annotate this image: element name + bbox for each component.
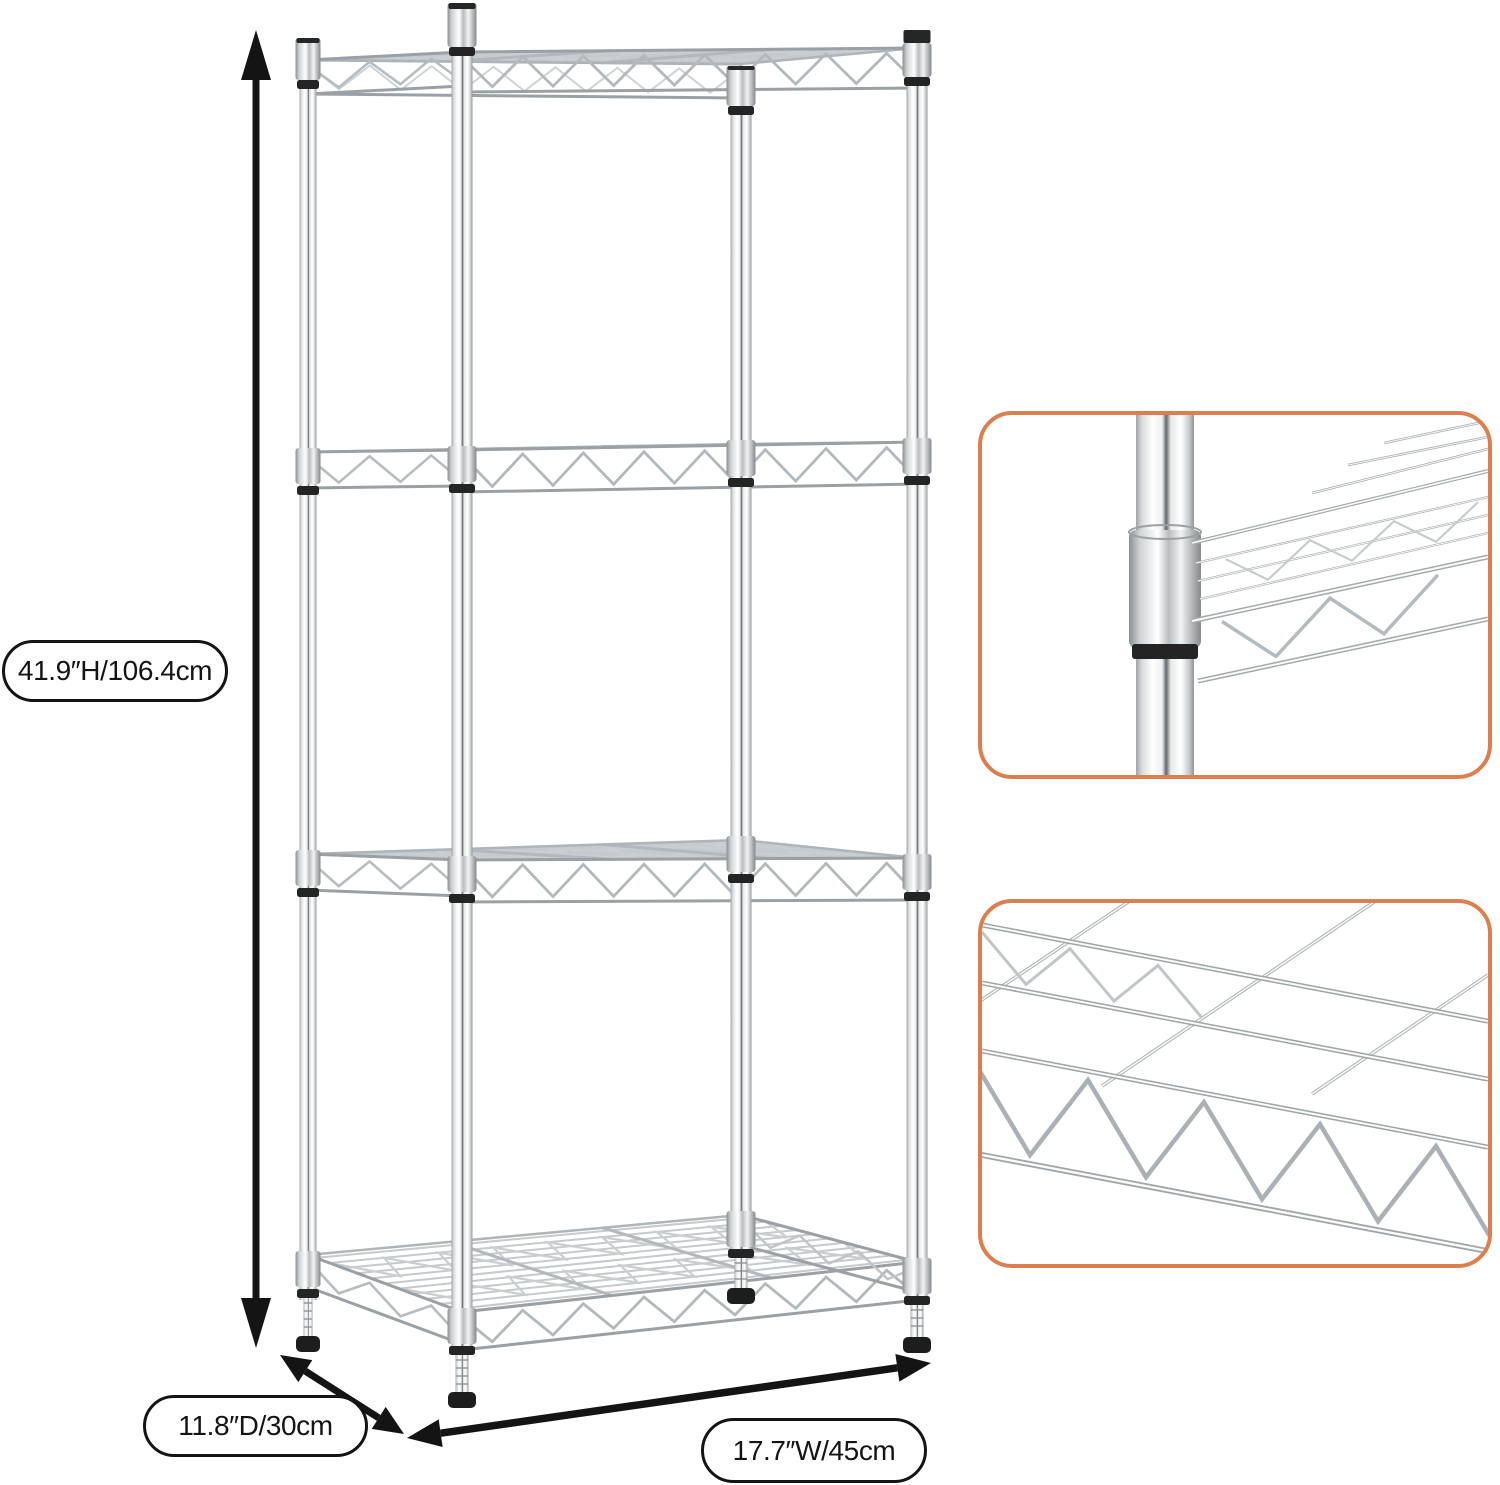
pole-connector-detail-drawing [1128,415,1488,775]
shelf-tier-3 [306,838,919,904]
shelf-tier-1 [306,46,919,100]
detail-inset-pole-connector [978,411,1492,779]
chrome-poles [295,3,932,1408]
detail-inset-shelf-mesh [978,899,1492,1268]
dimension-arrows [241,30,931,1448]
width-arrow [407,1353,931,1448]
pole-clamp-and-shelf-wires [1128,415,1488,775]
depth-dimension-label: 11.8″D/30cm [143,1395,368,1457]
pole-back-left [295,38,321,1352]
shelf-tier-4 [306,1213,919,1352]
pole-back-right [726,66,756,1304]
height-dimension-label: 41.9″H/106.4cm [2,640,228,702]
width-dimension-label: 17.7″W/45cm [701,1418,927,1483]
pole-front-left [447,3,477,1408]
wire-mesh-detail-drawing [982,903,1488,1255]
shelf-tier-2 [306,440,919,494]
height-arrow [241,30,271,1348]
shelf-mesh-closeup [982,903,1488,1255]
pole-front-right [902,30,932,1353]
wire-shelves [306,46,919,1352]
